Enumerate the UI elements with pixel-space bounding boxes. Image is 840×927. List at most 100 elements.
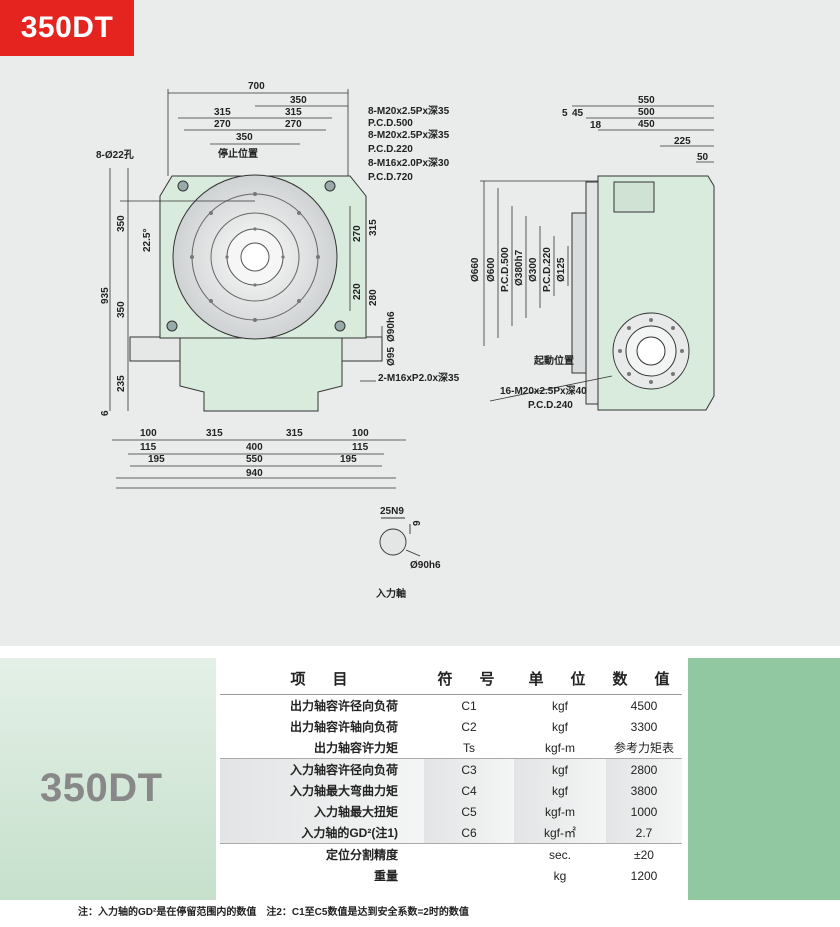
shaft-section bbox=[379, 517, 421, 557]
row-unit: kgf bbox=[514, 758, 606, 780]
dim-195-left: 195 bbox=[148, 454, 165, 465]
shaft-dia-label: Ø90h6 bbox=[410, 560, 441, 571]
housing-lower bbox=[179, 337, 343, 412]
shaft-key-label: 25N9 bbox=[380, 506, 404, 517]
dim-350-mid: 350 bbox=[236, 132, 253, 143]
dim-935: 935 bbox=[100, 287, 111, 304]
start-position-label: 起動位置 bbox=[533, 354, 574, 367]
row-unit: kgf-㎡ bbox=[514, 822, 606, 844]
dim-195-right: 195 bbox=[340, 454, 357, 465]
row-unit: kgf-m bbox=[514, 737, 606, 759]
dim-6: 6 bbox=[100, 410, 111, 416]
technical-drawing: 700 350 315 315 270 270 350 8-Ø22孔 停止位置 … bbox=[0, 56, 840, 646]
drawing-canvas: 700 350 315 315 270 270 350 8-Ø22孔 停止位置 … bbox=[96, 81, 715, 600]
row-item: 出力轴容许轴向负荷 bbox=[220, 716, 424, 737]
dim-315-bottom-left: 315 bbox=[206, 428, 223, 439]
dim-315-bottom-right: 315 bbox=[286, 428, 303, 439]
row-symbol: Ts bbox=[424, 737, 514, 759]
dim-350-top: 350 bbox=[290, 95, 307, 106]
table-row: 入力轴容许径向负荷 C3 kgf 2800 bbox=[220, 758, 682, 780]
row-item: 入力轴最大扭矩 bbox=[220, 801, 424, 822]
dim-350-vert-top: 350 bbox=[116, 215, 127, 232]
footnote: 注：入力轴的GD²是在停留范围内的数值 注2：C1至C5数值是达到安全系数=2时… bbox=[78, 907, 469, 918]
callout-2: P.C.D.500 bbox=[368, 118, 413, 129]
shaft-title: 入力軸 bbox=[376, 587, 406, 600]
row-value: 1200 bbox=[606, 865, 682, 886]
dim-side-550: 550 bbox=[638, 95, 655, 106]
row-symbol bbox=[424, 865, 514, 886]
callout-3: 8-M20x2.5Px深35 bbox=[368, 128, 450, 141]
dim-220-right-vert: 220 bbox=[352, 283, 363, 300]
row-symbol: C3 bbox=[424, 758, 514, 780]
stop-position-label: 停止位置 bbox=[218, 147, 258, 160]
row-item: 入力轴容许径向负荷 bbox=[220, 758, 424, 780]
dim-d90h6: Ø90h6 bbox=[386, 311, 397, 342]
dim-side-500: 500 bbox=[638, 107, 655, 118]
side-callout-2: P.C.D.240 bbox=[528, 400, 573, 411]
spec-model-title: 350DT bbox=[40, 766, 163, 810]
dim-115-right: 115 bbox=[352, 442, 369, 453]
model-title-badge: 350DT bbox=[0, 0, 134, 56]
holes-label: 8-Ø22孔 bbox=[96, 148, 134, 161]
dim-side-300: Ø300 bbox=[528, 257, 539, 282]
shaft-depth-label: 9 bbox=[412, 520, 423, 526]
table-row: 出力轴容许径向负荷 C1 kgf 4500 bbox=[220, 694, 682, 716]
row-value: 参考力矩表 bbox=[606, 737, 682, 759]
dim-side-pcd500: P.C.D.500 bbox=[500, 247, 511, 292]
front-dim-lines bbox=[109, 89, 406, 489]
dim-315-left: 315 bbox=[214, 107, 231, 118]
row-unit: kgf bbox=[514, 780, 606, 801]
dim-315-right-vert: 315 bbox=[368, 219, 379, 236]
dim-400: 400 bbox=[246, 442, 263, 453]
callout-4: P.C.D.220 bbox=[368, 144, 413, 155]
row-item: 定位分割精度 bbox=[220, 843, 424, 865]
row-value: 1000 bbox=[606, 801, 682, 822]
row-value: 3300 bbox=[606, 716, 682, 737]
row-unit: kgf bbox=[514, 716, 606, 737]
table-row: 出力轴容许轴向负荷 C2 kgf 3300 bbox=[220, 716, 682, 737]
dim-side-125: Ø125 bbox=[556, 257, 567, 282]
dim-side-pcd220: P.C.D.220 bbox=[542, 247, 553, 292]
row-symbol bbox=[424, 843, 514, 865]
dim-100-left: 100 bbox=[140, 428, 157, 439]
dim-270-right: 270 bbox=[285, 119, 302, 130]
dim-550-bottom: 550 bbox=[246, 454, 263, 465]
dim-940: 940 bbox=[246, 468, 263, 479]
side-view bbox=[571, 175, 715, 411]
side-flange bbox=[571, 212, 587, 374]
table-row: 入力轴的GD²(注1) C6 kgf-㎡ 2.7 bbox=[220, 822, 682, 844]
row-item: 入力轴最大弯曲力矩 bbox=[220, 780, 424, 801]
side-dim-labels: 550 5 45 500 18 450 225 50 Ø660 Ø600 P.C… bbox=[470, 95, 709, 411]
row-symbol: C5 bbox=[424, 801, 514, 822]
callout-6: P.C.D.720 bbox=[368, 172, 413, 183]
dim-270-left: 270 bbox=[214, 119, 231, 130]
dim-22-5-angle: 22.5° bbox=[142, 229, 153, 252]
row-symbol: C1 bbox=[424, 694, 514, 716]
front-dim-labels: 700 350 315 315 270 270 350 8-Ø22孔 停止位置 … bbox=[96, 81, 460, 479]
row-value: ±20 bbox=[606, 843, 682, 865]
table-row: 出力轴容许力矩 Ts kgf-m 参考力矩表 bbox=[220, 737, 682, 759]
header-value: 数 值 bbox=[606, 662, 682, 695]
dim-d95: Ø95 bbox=[386, 347, 397, 366]
callout-1: 8-M20x2.5Px深35 bbox=[368, 104, 450, 117]
dim-100-right: 100 bbox=[352, 428, 369, 439]
row-symbol: C4 bbox=[424, 780, 514, 801]
dim-side-600: Ø600 bbox=[486, 257, 497, 282]
row-value: 2.7 bbox=[606, 822, 682, 844]
dim-280-right-vert: 280 bbox=[368, 289, 379, 306]
header-symbol: 符 号 bbox=[424, 662, 514, 695]
spec-right-band bbox=[688, 658, 840, 900]
dim-235: 235 bbox=[116, 375, 127, 392]
dim-side-5: 5 bbox=[562, 108, 568, 119]
callout-5: 8-M16x2.0Px深30 bbox=[368, 156, 450, 169]
row-unit: kg bbox=[514, 865, 606, 886]
dim-side-660: Ø660 bbox=[470, 257, 481, 282]
table-row: 入力轴最大弯曲力矩 C4 kgf 3800 bbox=[220, 780, 682, 801]
dim-side-45: 45 bbox=[572, 108, 584, 119]
dim-270-right-vert: 270 bbox=[352, 225, 363, 242]
dim-side-450: 450 bbox=[638, 119, 655, 130]
spec-table-header: 项 目 符 号 单 位 数 值 bbox=[220, 662, 682, 695]
row-unit: kgf bbox=[514, 694, 606, 716]
row-unit: sec. bbox=[514, 843, 606, 865]
side-spacer bbox=[585, 181, 599, 405]
